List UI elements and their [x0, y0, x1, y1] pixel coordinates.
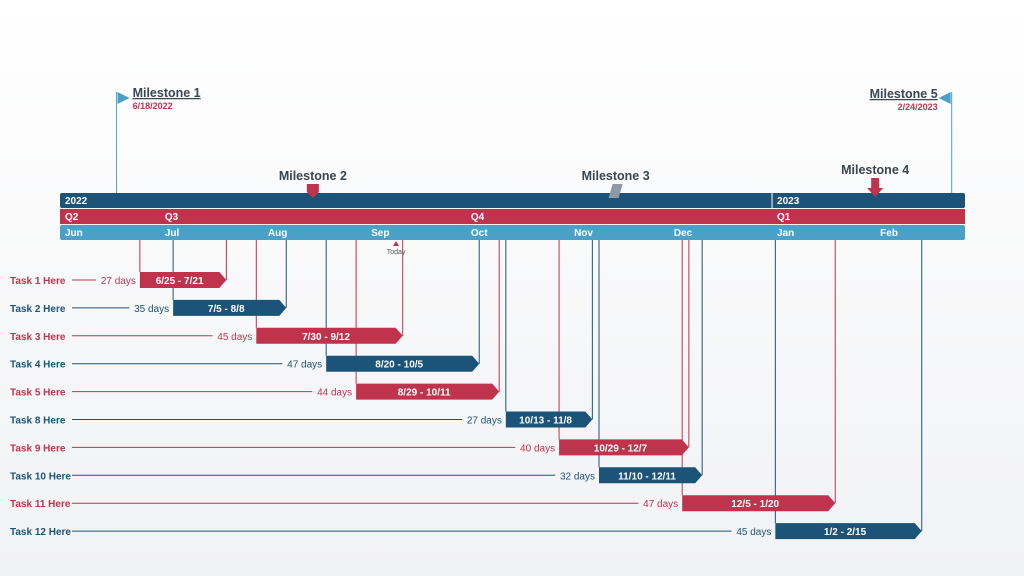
task-date-range: 1/2 - 2/15 [824, 527, 867, 538]
task-name: Task 8 Here [10, 416, 66, 427]
task-duration: 35 days [134, 304, 169, 315]
milestone-name: Milestone 2 [279, 169, 347, 183]
task-name: Task 1 Here [10, 276, 66, 287]
month-label: Dec [674, 228, 693, 239]
month-band [60, 225, 965, 240]
task-duration: 47 days [643, 499, 678, 510]
quarter-label: Q1 [777, 212, 791, 223]
task-bar [173, 299, 287, 316]
task-name: Task 10 Here [10, 471, 71, 482]
milestone-flag [117, 92, 130, 104]
year-band [60, 193, 965, 208]
today-marker [393, 241, 400, 246]
milestone-name: Milestone 5 [870, 87, 938, 101]
task-date-range: 7/5 - 8/8 [208, 304, 245, 315]
task-duration: 45 days [736, 527, 771, 538]
task-duration: 47 days [287, 360, 322, 371]
task-name: Task 5 Here [10, 388, 66, 399]
month-label: Oct [471, 228, 488, 239]
month-label: Jul [165, 228, 180, 239]
task-bar [505, 411, 593, 428]
task-date-range: 8/29 - 10/11 [398, 388, 451, 399]
month-label: Feb [880, 228, 898, 239]
task-duration: 40 days [520, 443, 555, 454]
quarter-label: Q2 [65, 212, 79, 223]
year-label: 2022 [65, 196, 88, 207]
task-date-range: 7/30 - 9/12 [302, 332, 350, 343]
milestone-name: Milestone 1 [133, 86, 201, 100]
task-duration: 27 days [467, 416, 502, 427]
milestone-date: 6/18/2022 [133, 101, 173, 111]
task-name: Task 11 Here [10, 499, 71, 510]
quarter-band [60, 209, 965, 224]
milestone-name: Milestone 4 [841, 163, 909, 177]
milestone-marker [306, 184, 319, 198]
task-date-range: 10/29 - 12/7 [594, 443, 648, 454]
milestone-marker [867, 178, 884, 197]
task-bar [326, 355, 480, 372]
today-label: Today [387, 249, 406, 256]
year-label: 2023 [777, 196, 800, 207]
task-date-range: 10/13 - 11/8 [519, 416, 572, 427]
month-label: Sep [371, 228, 389, 239]
task-date-range: 8/20 - 10/5 [375, 360, 423, 371]
task-name: Task 3 Here [10, 332, 66, 343]
task-duration: 32 days [560, 471, 595, 482]
task-duration: 45 days [217, 332, 252, 343]
task-name: Task 9 Here [10, 443, 66, 454]
milestone-date: 2/24/2023 [898, 102, 938, 112]
task-date-range: 12/5 - 1/20 [731, 499, 779, 510]
task-bar [559, 439, 689, 456]
task-name: Task 2 Here [10, 304, 66, 315]
milestone-name: Milestone 3 [582, 169, 650, 183]
month-label: Aug [268, 228, 287, 239]
task-duration: 44 days [317, 388, 352, 399]
task-date-range: 11/10 - 12/11 [618, 471, 676, 482]
task-date-range: 6/25 - 7/21 [156, 276, 204, 287]
month-label: Nov [574, 228, 593, 239]
month-label: Jan [777, 228, 794, 239]
milestone-flag [938, 92, 951, 104]
task-name: Task 12 Here [10, 527, 71, 538]
task-name: Task 4 Here [10, 360, 66, 371]
task-bar [775, 523, 922, 540]
task-bar [682, 495, 836, 512]
month-label: Jun [65, 228, 83, 239]
task-bar [256, 327, 403, 344]
task-bar [599, 467, 703, 484]
milestone-marker [608, 184, 623, 198]
quarter-label: Q3 [165, 212, 179, 223]
quarter-label: Q4 [471, 212, 485, 223]
task-duration: 27 days [101, 276, 136, 287]
task-bar [356, 383, 500, 400]
task-bar [139, 272, 227, 288]
